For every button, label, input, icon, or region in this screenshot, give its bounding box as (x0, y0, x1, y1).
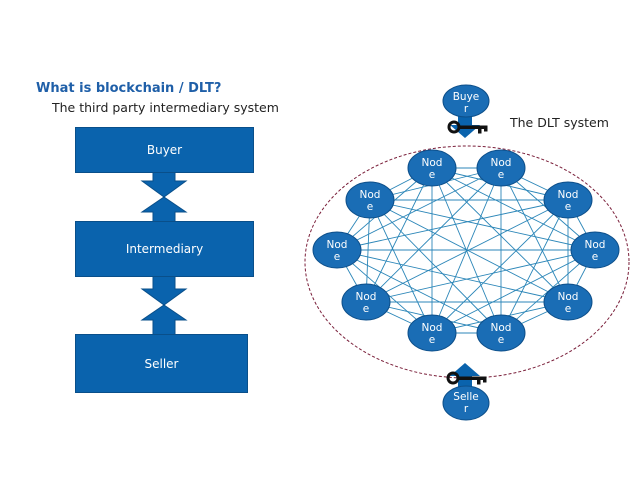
node-label: e (498, 334, 504, 346)
node-label: Nod (491, 322, 512, 334)
node-label: e (429, 334, 435, 346)
node-label: e (334, 251, 340, 263)
node-label: Nod (356, 291, 377, 303)
mesh-link (369, 199, 569, 303)
buyer-key-icon (447, 120, 488, 134)
node-circle (345, 181, 395, 219)
node-label: Nod (360, 189, 381, 201)
intermediary-system-title: The third party intermediary system (52, 100, 279, 115)
mesh-link (500, 199, 569, 334)
intermediary-label: Intermediary (125, 242, 204, 256)
node-label: Nod (422, 322, 443, 334)
mesh-link (336, 249, 569, 303)
node-label: e (592, 251, 598, 263)
buyer-box: Buyer (75, 127, 254, 173)
seller-node (442, 385, 490, 421)
seller-label: Seller (144, 356, 179, 371)
node-label: Nod (327, 239, 348, 251)
node-circle (570, 231, 620, 269)
node-circle (312, 231, 362, 269)
dlt-system-title: The DLT system (510, 115, 609, 130)
mesh-link (365, 249, 596, 303)
buyer-node-label-2: r (464, 103, 469, 115)
mesh-link (365, 167, 433, 303)
mesh-link (431, 249, 596, 334)
buyer-node (442, 84, 490, 118)
node-circle (341, 283, 391, 321)
mesh-link (369, 199, 596, 251)
section-heading: What is blockchain / DLT? (36, 81, 222, 96)
node-circle (476, 149, 526, 187)
node-circle (543, 283, 593, 321)
node-circle (407, 149, 457, 187)
mesh-link (431, 167, 502, 334)
node-label: Nod (585, 239, 606, 251)
node-label: Nod (422, 157, 443, 169)
intermediary-box: Intermediary (75, 221, 254, 277)
node-label: e (565, 201, 571, 213)
node-circle (543, 181, 593, 219)
network-boundary (304, 145, 630, 379)
mesh-link (365, 199, 569, 303)
node-label: Nod (491, 157, 512, 169)
node-label: e (565, 303, 571, 315)
node-label: e (429, 169, 435, 181)
node-circle (476, 314, 526, 352)
buyer-node-label-1: Buye (453, 91, 480, 103)
mesh-link (336, 167, 502, 251)
mesh-link (500, 167, 569, 303)
node-label: e (363, 303, 369, 315)
mesh-link (369, 199, 502, 334)
node-label: Nod (558, 291, 579, 303)
down-arrow-intermediary (140, 274, 188, 306)
node-label: e (367, 201, 373, 213)
buyer-label: Buyer (146, 143, 183, 157)
node-label: Nod (558, 189, 579, 201)
node-label: e (498, 169, 504, 181)
mesh-link (431, 167, 569, 303)
mesh-link (336, 249, 502, 334)
mesh-link (336, 199, 569, 251)
node-circle (407, 314, 457, 352)
mesh-link (369, 199, 433, 334)
seller-node-label-1: Selle (453, 391, 478, 403)
mesh-link (365, 167, 502, 303)
seller-key-icon (446, 371, 487, 385)
seller-node-label-2: r (464, 403, 469, 415)
seller-box: Seller (75, 334, 248, 393)
